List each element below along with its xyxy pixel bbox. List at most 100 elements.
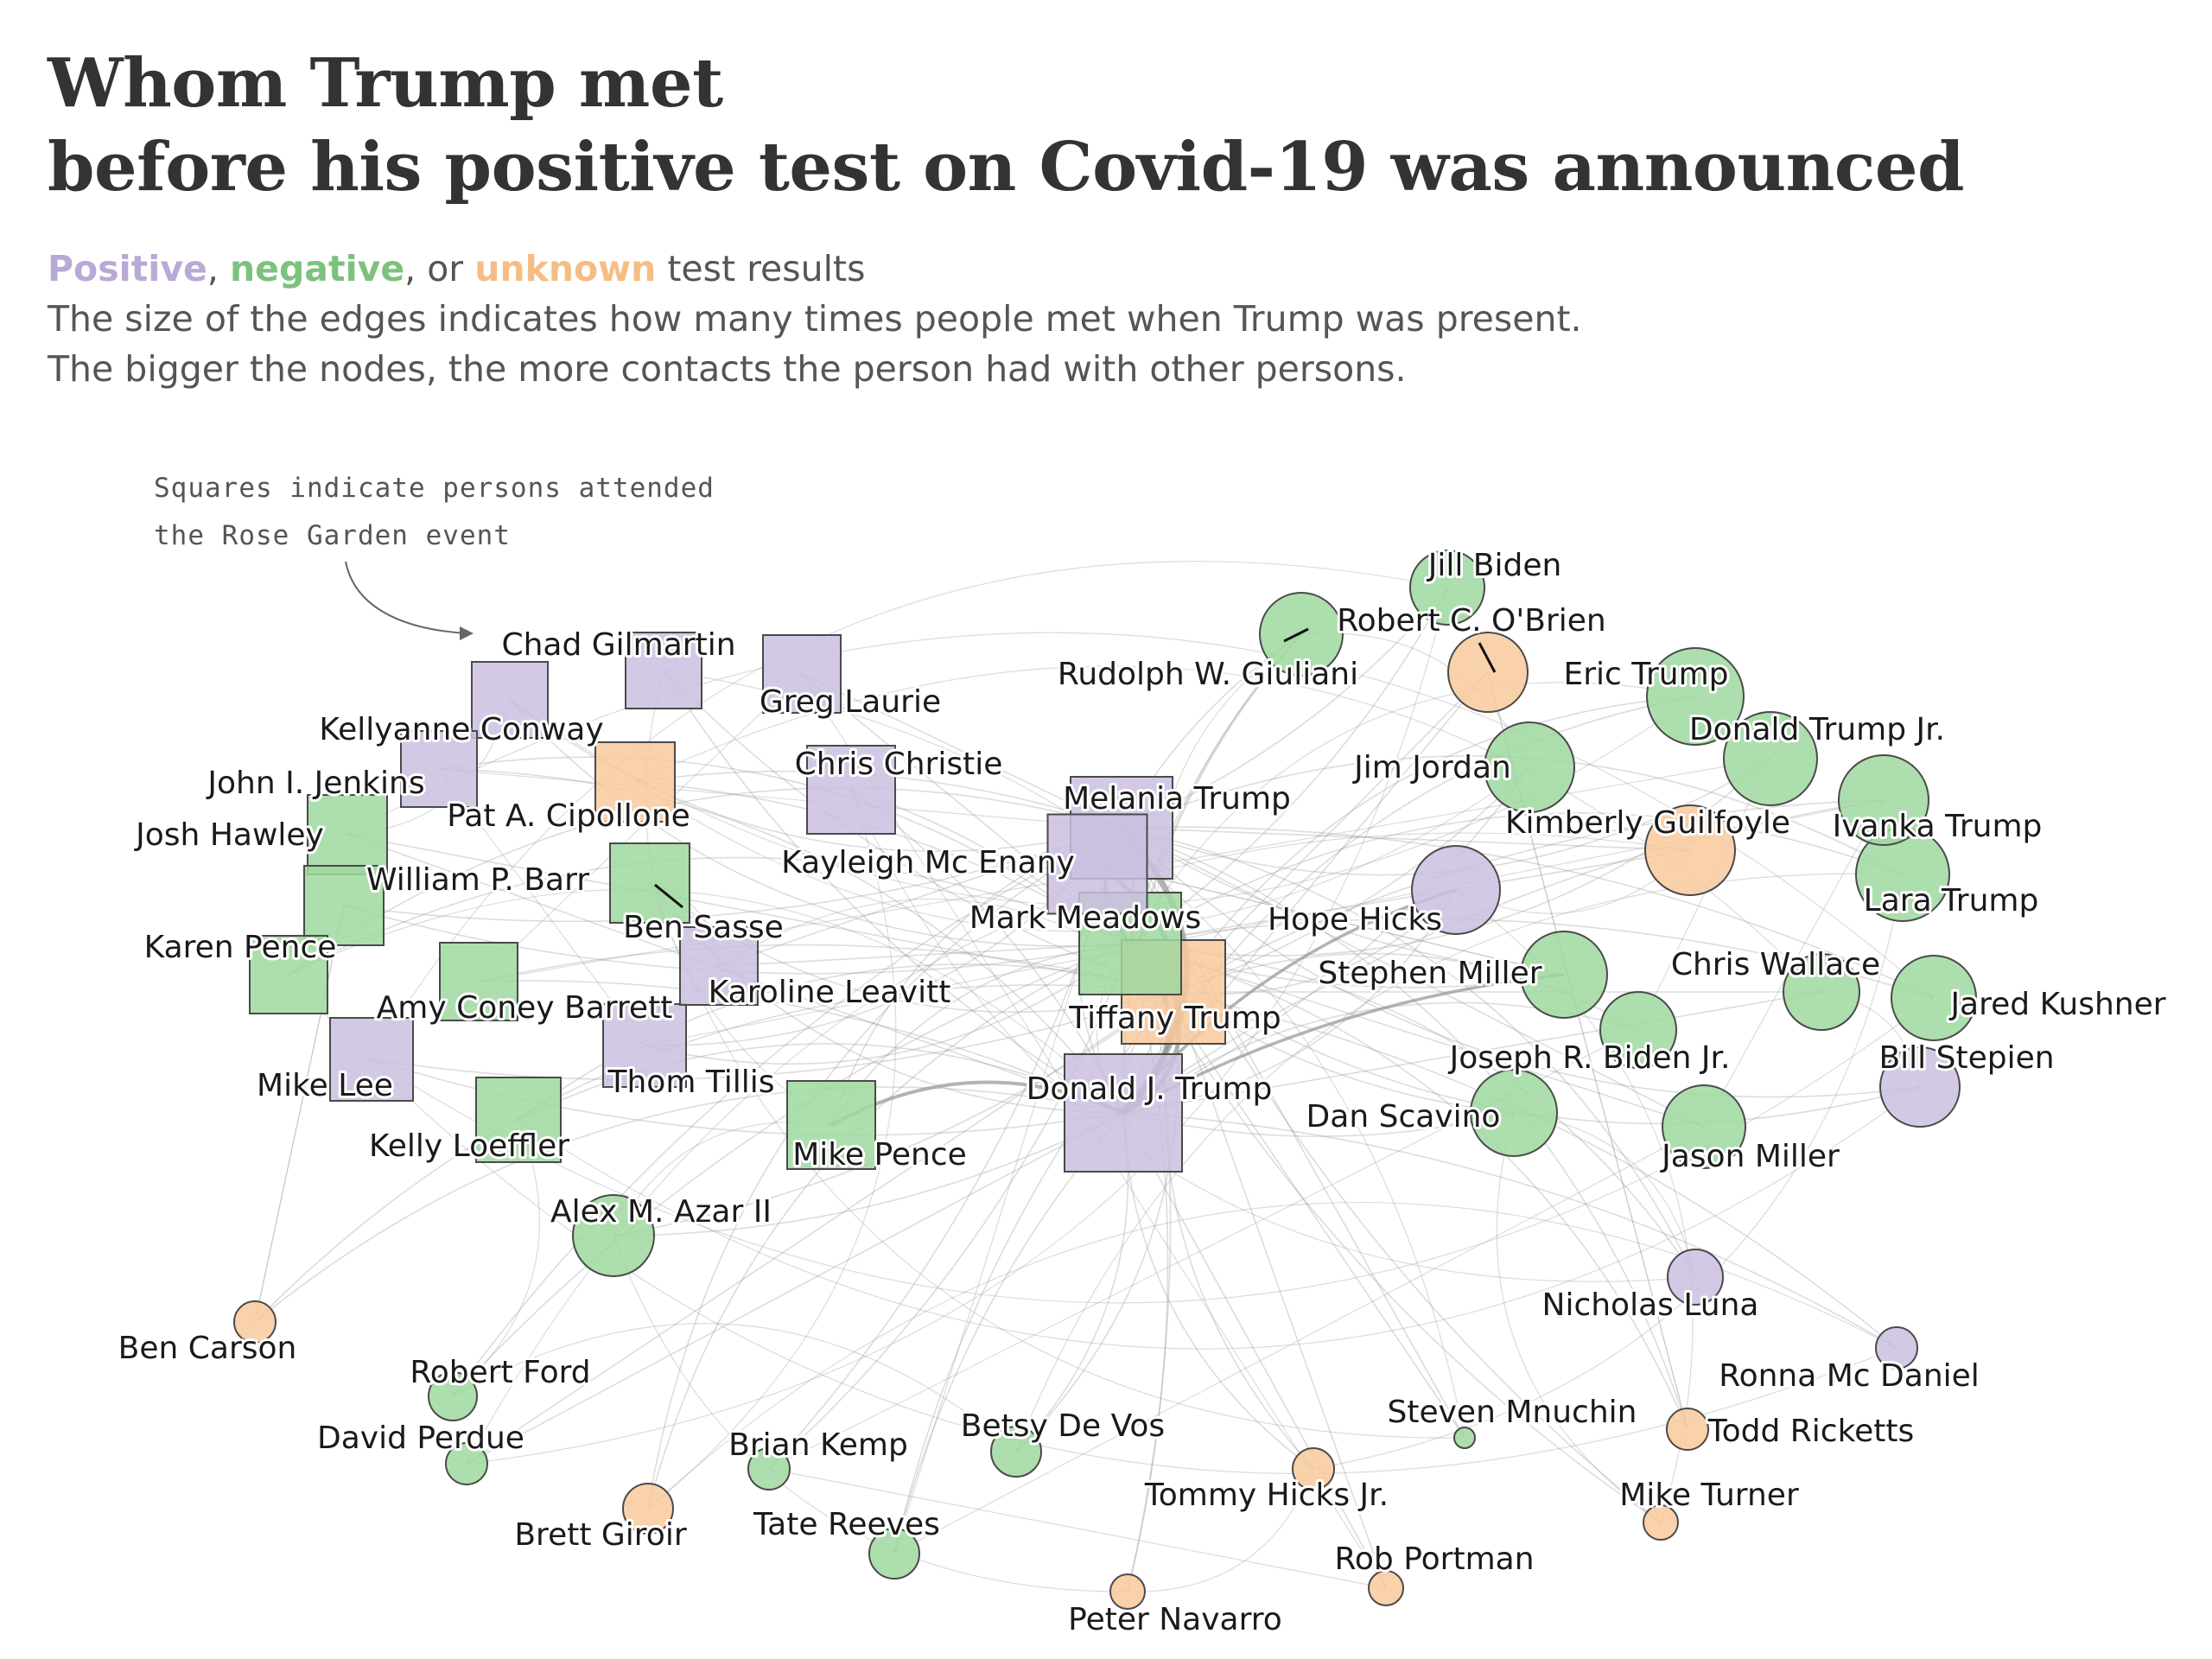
- edge-ben-carson-donald-j-trump: [254, 1086, 1124, 1323]
- legend-nodes-note: The bigger the nodes, the more contacts …: [48, 348, 1407, 390]
- node-ben-sasse: [609, 842, 690, 924]
- node-label-ivanka-trump: Ivanka Trump: [1833, 809, 2043, 844]
- annotation-arrow: [345, 561, 467, 634]
- node-karen-pence: [249, 935, 328, 1014]
- legend: Positive, negative, or unknown test resu…: [48, 244, 1582, 394]
- node-label-robert-ford: Robert Ford: [410, 1355, 590, 1390]
- edge-karoline-leavitt-mark-meadows: [718, 943, 1131, 967]
- node-robert-c-o-brien: [1447, 632, 1529, 713]
- node-label-joseph-r-biden-jr: Joseph R. Biden Jr.: [1448, 1040, 1731, 1076]
- edge-chris-christie-brett-giroir: [647, 789, 897, 1510]
- edge-kellyanne-conway-mark-meadows: [509, 699, 1131, 947]
- node-label-josh-hawley: Josh Hawley: [134, 817, 324, 853]
- node-label-peter-navarro: Peter Navarro: [1068, 1602, 1282, 1637]
- node-label-jason-miller: Jason Miller: [1660, 1139, 1840, 1174]
- edge-mark-meadows-eric-trump: [1129, 682, 1696, 944]
- node-label-pat-a-cipollone: Pat A. Cipollone: [447, 798, 690, 834]
- node-label-jim-jordan: Jim Jordan: [1352, 750, 1511, 785]
- node-bill-stepien: [1879, 1046, 1961, 1128]
- legend-positive: Positive: [48, 248, 207, 289]
- edge-alex-m-azar-ii-peter-navarro: [613, 1235, 1128, 1592]
- edge-rob-portman-brian-kemp: [768, 1468, 1387, 1589]
- node-label-mark-meadows: Mark Meadows: [969, 900, 1202, 936]
- node-mike-pence: [786, 1080, 876, 1170]
- node-ivanka-trump: [1838, 754, 1929, 846]
- node-jason-miller: [1662, 1084, 1746, 1169]
- edge-thom-tillis-mark-meadows: [644, 943, 1131, 1065]
- edge-karen-pence-donald-j-trump: [288, 888, 1124, 1114]
- node-label-jared-kushner: Jared Kushner: [1948, 987, 2165, 1022]
- tick-mark: [654, 883, 683, 909]
- node-label-kayleigh-mc-enany: Kayleigh Mc Enany: [781, 845, 1075, 880]
- node-tommy-hicks-jr: [1292, 1447, 1335, 1491]
- edge-ben-sasse-steven-mnuchin: [649, 882, 1465, 1439]
- node-jim-jordan: [1484, 721, 1575, 813]
- node-label-chris-wallace: Chris Wallace: [1671, 947, 1880, 982]
- edge-tommy-hicks-jr-donald-j-trump: [1122, 1112, 1314, 1470]
- edge-jason-miller-melania-trump: [1121, 827, 1705, 1128]
- legend-status-line: Positive, negative, or unknown test resu…: [48, 244, 1582, 294]
- edge-david-perdue-donald-j-trump: [466, 1112, 1124, 1465]
- edge-lara-trump-mark-meadows: [1129, 812, 1904, 944]
- node-label-chad-gilmartin: Chad Gilmartin: [501, 627, 735, 663]
- node-label-kellyanne-conway: Kellyanne Conway: [319, 712, 603, 747]
- edge-todd-ricketts-melania-trump: [1121, 827, 1688, 1430]
- edge-amy-coney-barrett-tiffany-trump: [478, 944, 1174, 993]
- node-label-rob-portman: Rob Portman: [1334, 1541, 1534, 1577]
- annotation-line-1: Squares indicate persons attended: [154, 473, 715, 504]
- annotation-arrowhead: [460, 626, 474, 640]
- node-label-mike-pence: Mike Pence: [792, 1137, 967, 1173]
- edge-nicholas-luna-mark-meadows: [1129, 943, 1696, 1278]
- edge-kelly-loeffler-bill-stepien: [518, 1086, 1921, 1350]
- node-label-donald-j-trump: Donald J. Trump: [1027, 1071, 1273, 1107]
- edge-robert-ford-melania-trump: [452, 827, 1122, 1397]
- node-alex-m-azar-ii: [572, 1194, 655, 1277]
- edge-amy-coney-barrett-donald-j-trump: [478, 980, 1124, 1114]
- edge-jim-jordan-tiffany-trump: [1173, 766, 1530, 993]
- node-label-david-perdue: David Perdue: [317, 1421, 524, 1456]
- node-kellyanne-conway: [471, 661, 549, 739]
- node-label-lara-trump: Lara Trump: [1864, 883, 2039, 918]
- node-kelly-loeffler: [475, 1077, 562, 1163]
- node-rudolph-w-giuliani: [1259, 592, 1344, 677]
- edge-jason-miller-tate-reeves: [893, 1126, 1705, 1554]
- node-brett-giroir: [622, 1483, 674, 1535]
- node-chris-christie: [806, 745, 896, 835]
- edge-karen-pence-mark-meadows: [288, 856, 1131, 976]
- edge-bill-stepien-melania-trump: [1121, 827, 1921, 1098]
- node-label-karen-pence: Karen Pence: [144, 930, 337, 965]
- node-joseph-r-biden-jr: [1599, 991, 1677, 1069]
- node-label-bill-stepien: Bill Stepien: [1878, 1040, 2054, 1076]
- node-john-i-jenkins: [400, 730, 478, 808]
- node-label-john-i-jenkins: John I. Jenkins: [206, 766, 424, 801]
- node-label-mike-lee: Mike Lee: [257, 1068, 393, 1103]
- node-label-chris-christie: Chris Christie: [795, 747, 1003, 782]
- edge-josh-hawley-tiffany-trump: [346, 834, 1174, 993]
- node-kimberly-guilfoyle: [1644, 804, 1736, 896]
- edge-brian-kemp-mark-meadows: [768, 943, 1131, 1470]
- node-ben-carson: [233, 1300, 276, 1344]
- edge-jared-kushner-melania-trump: [1121, 826, 1935, 999]
- node-label-todd-ricketts: Todd Ricketts: [1707, 1414, 1915, 1449]
- edge-kimberly-guilfoyle-mark-meadows: [1129, 849, 1691, 944]
- title-line-1: Whom Trump met: [48, 44, 723, 123]
- node-rob-portman: [1368, 1570, 1404, 1606]
- node-label-mike-turner: Mike Turner: [1619, 1478, 1799, 1513]
- node-mike-lee: [329, 1017, 414, 1102]
- node-mike-turner: [1643, 1504, 1679, 1541]
- edge-ivanka-trump-tiffany-trump: [1173, 799, 1885, 993]
- edge-chad-gilmartin-donald-j-trump: [663, 670, 1124, 1114]
- edge-mike-lee-tiffany-trump: [371, 991, 1174, 1081]
- node-label-dan-scavino: Dan Scavino: [1306, 1099, 1501, 1135]
- edge-jill-biden-david-perdue: [466, 587, 1448, 1465]
- node-ronna-mc-daniel: [1875, 1326, 1918, 1370]
- node-label-ben-carson: Ben Carson: [118, 1331, 297, 1366]
- node-label-karoline-leavitt: Karoline Leavitt: [709, 975, 951, 1010]
- node-thom-tillis: [602, 1003, 687, 1088]
- node-label-ronna-mc-daniel: Ronna Mc Daniel: [1719, 1358, 1980, 1394]
- edge-ronna-mc-daniel-tiffany-trump: [1173, 991, 1897, 1349]
- legend-sep-2: , or: [404, 248, 475, 289]
- legend-negative: negative: [229, 248, 405, 289]
- edge-nicholas-luna-chris-christie: [850, 789, 1696, 1282]
- edge-melania-trump-john-i-jenkins: [438, 768, 1122, 829]
